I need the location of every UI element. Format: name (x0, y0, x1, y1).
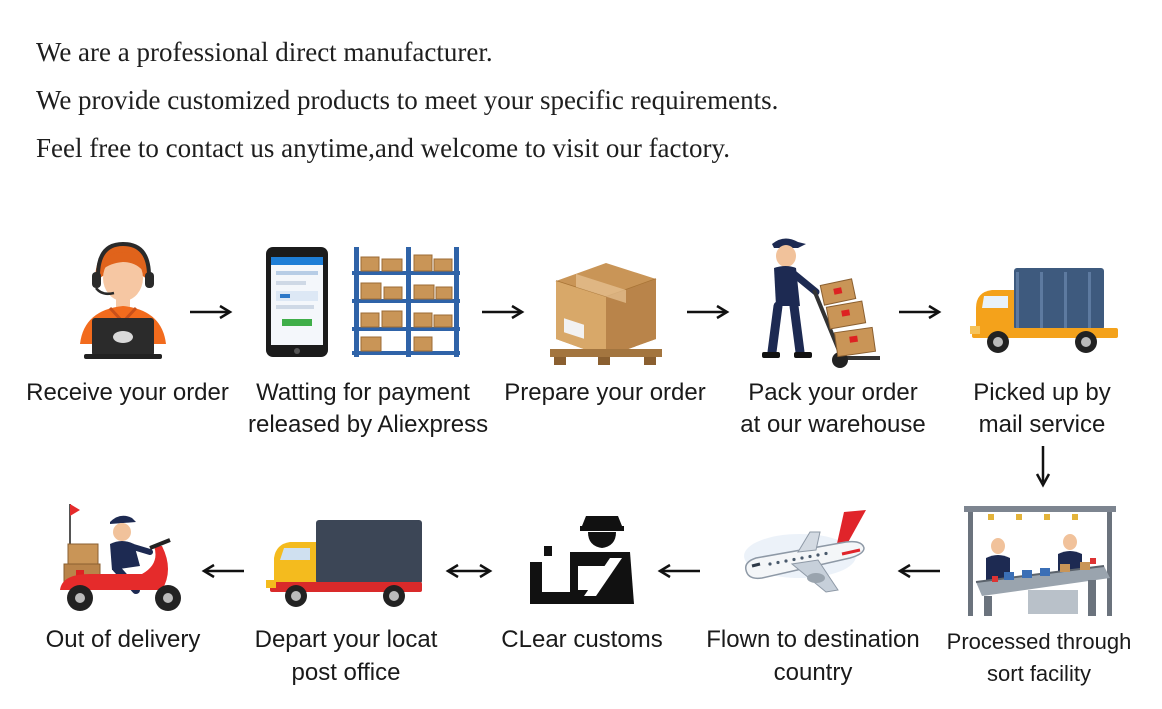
intro-text: We are a professional direct manufacture… (36, 30, 778, 174)
step-delivery: Out of delivery (28, 500, 218, 660)
step-receive-order: Receive your order (20, 232, 235, 406)
step-label: Processed through (946, 629, 1132, 654)
intro-line: We provide customized products to meet y… (36, 85, 779, 115)
arrow-right-icon (685, 303, 731, 321)
phone-and-warehouse-shelves-icon (266, 247, 461, 359)
step-label: post office (291, 659, 401, 686)
step-payment: Watting for payment released by Aliexpre… (248, 232, 489, 447)
arrow-down-icon (1033, 444, 1053, 488)
arrow-left-icon (200, 562, 246, 580)
step-flown: Flown to destination country (700, 500, 926, 700)
step-pack: Pack your order at our warehouse (728, 232, 938, 447)
arrow-right-icon (188, 303, 234, 321)
airplane-icon (740, 508, 880, 598)
worker-with-hand-truck-icon (762, 234, 882, 370)
step-label: country (773, 659, 853, 686)
arrow-right-icon (480, 303, 526, 321)
cargo-truck-icon (266, 520, 426, 612)
intro-line: Feel free to contact us anytime,and welc… (36, 133, 731, 163)
step-label: CLear customs (501, 626, 663, 653)
step-pickup: Picked up by mail service (942, 232, 1142, 447)
step-label: Depart your locat (254, 626, 438, 653)
delivery-truck-icon (970, 268, 1120, 358)
delivery-scooter-icon (50, 500, 194, 614)
step-prepare: Prepare your order (500, 232, 710, 406)
step-label: Out of delivery (45, 626, 201, 653)
step-label: at our warehouse (740, 411, 926, 438)
customs-officer-icon (530, 516, 634, 606)
arrow-right-icon (897, 303, 943, 321)
step-label: Watting for payment (256, 379, 470, 406)
customer-service-agent-icon (70, 232, 180, 362)
sorting-facility-icon (964, 506, 1116, 618)
intro-line: We are a professional direct manufacture… (36, 37, 493, 67)
arrow-left-icon (656, 562, 702, 580)
arrow-double-icon (444, 562, 494, 580)
cardboard-box-on-pallet-icon (548, 257, 662, 365)
step-label: mail service (978, 411, 1106, 438)
step-label: released by Aliexpress (248, 411, 489, 438)
step-label: Prepare your order (504, 379, 706, 406)
step-sort: Processed through sort facility (946, 500, 1132, 700)
step-customs: CLear customs (490, 500, 674, 660)
step-label: Picked up by (973, 379, 1111, 406)
step-label: sort facility (987, 661, 1091, 686)
step-depart: Depart your locat post office (248, 500, 444, 700)
step-label: Pack your order (748, 379, 918, 406)
step-label: Flown to destination (706, 626, 920, 653)
arrow-left-icon (896, 562, 942, 580)
step-label: Receive your order (26, 379, 229, 406)
